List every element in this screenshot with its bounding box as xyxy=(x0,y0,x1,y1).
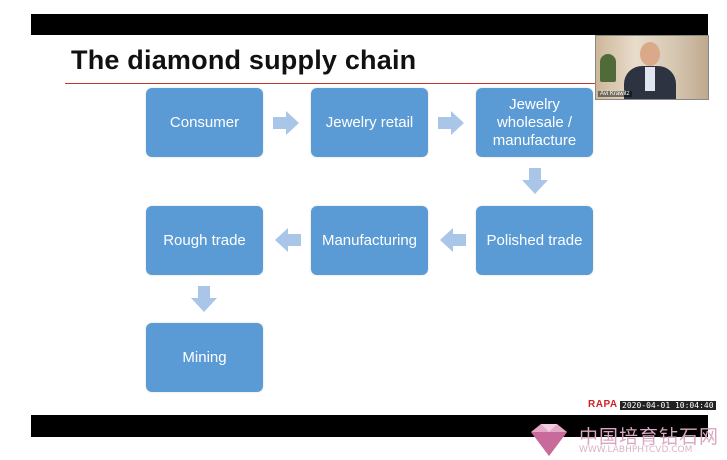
presenter-shirt xyxy=(645,67,655,91)
watermark-url: WWW.LABHPHTCVD.COM xyxy=(579,445,693,455)
arrow-left-icon xyxy=(440,228,466,252)
site-watermark: 中国培育钻石网 WWW.LABHPHTCVD.COM xyxy=(527,422,727,458)
slide-title: The diamond supply chain xyxy=(71,45,417,75)
box-jewelry-wholesale: Jewelry wholesale / manufacture xyxy=(476,88,593,157)
background-plant xyxy=(600,54,616,82)
box-manufacturing: Manufacturing xyxy=(311,206,428,275)
box-polished-trade: Polished trade xyxy=(476,206,593,275)
watermark-site-name: 中国培育钻石网 xyxy=(579,426,720,448)
arrow-right-icon xyxy=(438,111,464,135)
arrow-down-icon xyxy=(522,168,548,194)
arrow-right-icon xyxy=(273,111,299,135)
recording-timestamp: 2020-04-01 10:04:40 xyxy=(620,401,716,410)
presenter-head xyxy=(640,42,660,66)
arrow-left-icon xyxy=(275,228,301,252)
diamond-logo-icon xyxy=(531,424,567,456)
presenter-video-thumbnail[interactable]: Avi Krawitz xyxy=(595,35,709,100)
rapaport-logo: RAPA xyxy=(588,399,618,410)
box-consumer: Consumer xyxy=(146,88,263,157)
title-underline xyxy=(65,83,605,84)
box-rough-trade: Rough trade xyxy=(146,206,263,275)
box-mining: Mining xyxy=(146,323,263,392)
video-top-letterbox xyxy=(31,14,708,35)
box-jewelry-retail: Jewelry retail xyxy=(311,88,428,157)
presenter-name-label: Avi Krawitz xyxy=(598,91,632,97)
arrow-down-icon xyxy=(191,286,217,312)
